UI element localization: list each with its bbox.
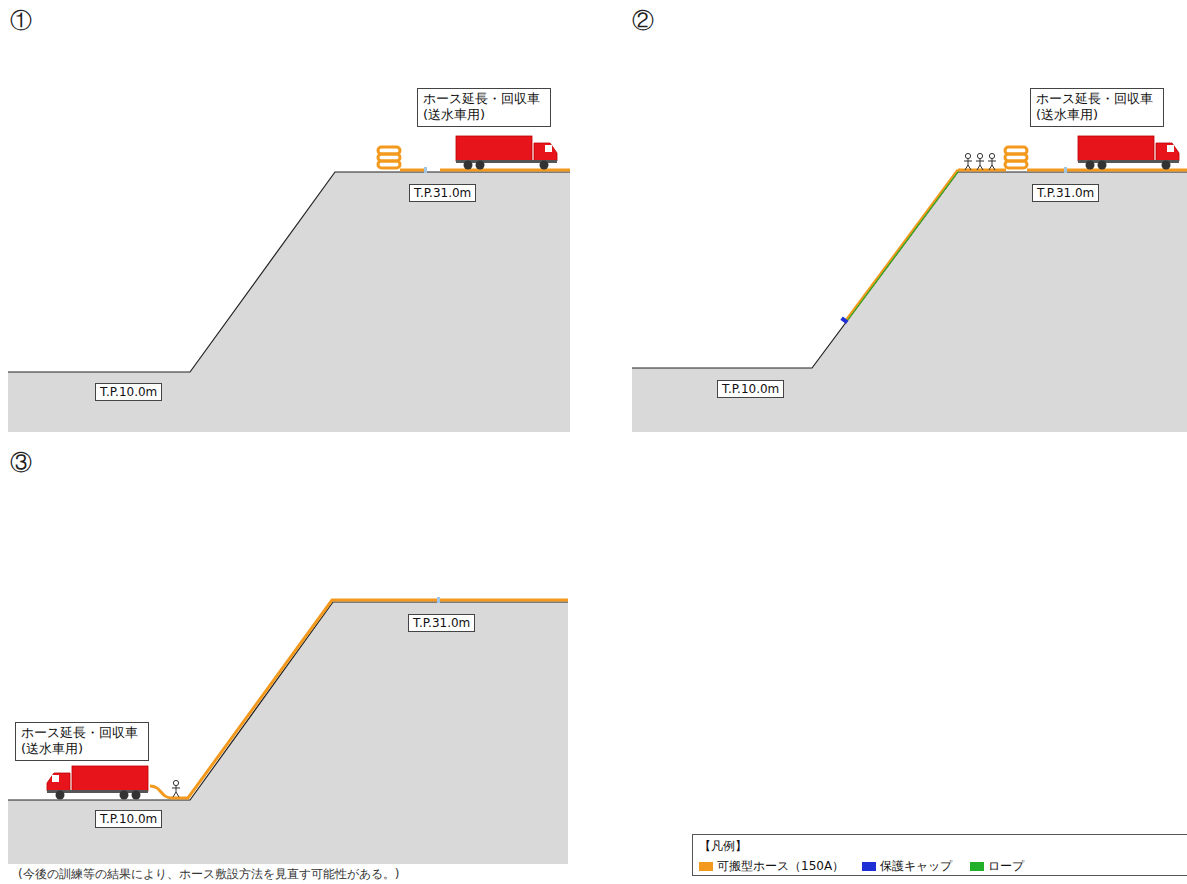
label-text: T.P.31.0m <box>1037 186 1094 200</box>
legend-swatch <box>862 862 876 871</box>
label-text: T.P.10.0m <box>722 382 779 396</box>
label-text: ホース延長・回収車 (送水車用) <box>423 91 545 124</box>
legend-text: 保護キャップ <box>880 858 952 875</box>
panel-number: ③ <box>10 448 32 478</box>
label-text: T.P.31.0m <box>414 186 471 200</box>
vehicle-label: ホース延長・回収車 (送水車用) <box>417 88 551 127</box>
label-text: ホース延長・回収車 (送水車用) <box>1036 91 1158 124</box>
elevation-label: T.P.31.0m <box>408 614 475 632</box>
elevation-label: T.P.10.0m <box>95 383 162 401</box>
panel-3 <box>8 597 568 864</box>
legend-item: ロープ <box>970 858 1024 875</box>
legend-heading: 【凡例】 <box>699 838 1181 855</box>
elevation-label: T.P.10.0m <box>717 380 784 398</box>
vehicle-label: ホース延長・回収車 (送水車用) <box>15 722 149 761</box>
legend-text: 可搬型ホース（150A） <box>717 858 844 875</box>
legend-swatch <box>970 862 984 871</box>
label-text: T.P.10.0m <box>100 385 157 399</box>
panel-number: ② <box>632 6 654 36</box>
legend: 【凡例】可搬型ホース（150A） 保護キャップ ロープ <box>692 834 1187 876</box>
elevation-label: T.P.10.0m <box>95 810 162 828</box>
note-text: (今後の訓練等の結果により、ホース敷設方法を見直す可能性がある。) <box>18 866 399 883</box>
panel-number: ① <box>10 6 32 36</box>
legend-row: 可搬型ホース（150A） 保護キャップ ロープ <box>699 858 1181 875</box>
panel-2 <box>632 136 1187 432</box>
elevation-label: T.P.31.0m <box>1032 184 1099 202</box>
label-text: ホース延長・回収車 (送水車用) <box>21 725 143 758</box>
panel-1 <box>8 136 570 432</box>
label-text: T.P.31.0m <box>413 616 470 630</box>
vehicle-label: ホース延長・回収車 (送水車用) <box>1030 88 1164 127</box>
label-text: T.P.10.0m <box>100 812 157 826</box>
legend-swatch <box>699 862 713 871</box>
elevation-label: T.P.31.0m <box>409 184 476 202</box>
legend-item: 可搬型ホース（150A） <box>699 858 844 875</box>
legend-item: 保護キャップ <box>862 858 952 875</box>
legend-text: ロープ <box>988 858 1024 875</box>
